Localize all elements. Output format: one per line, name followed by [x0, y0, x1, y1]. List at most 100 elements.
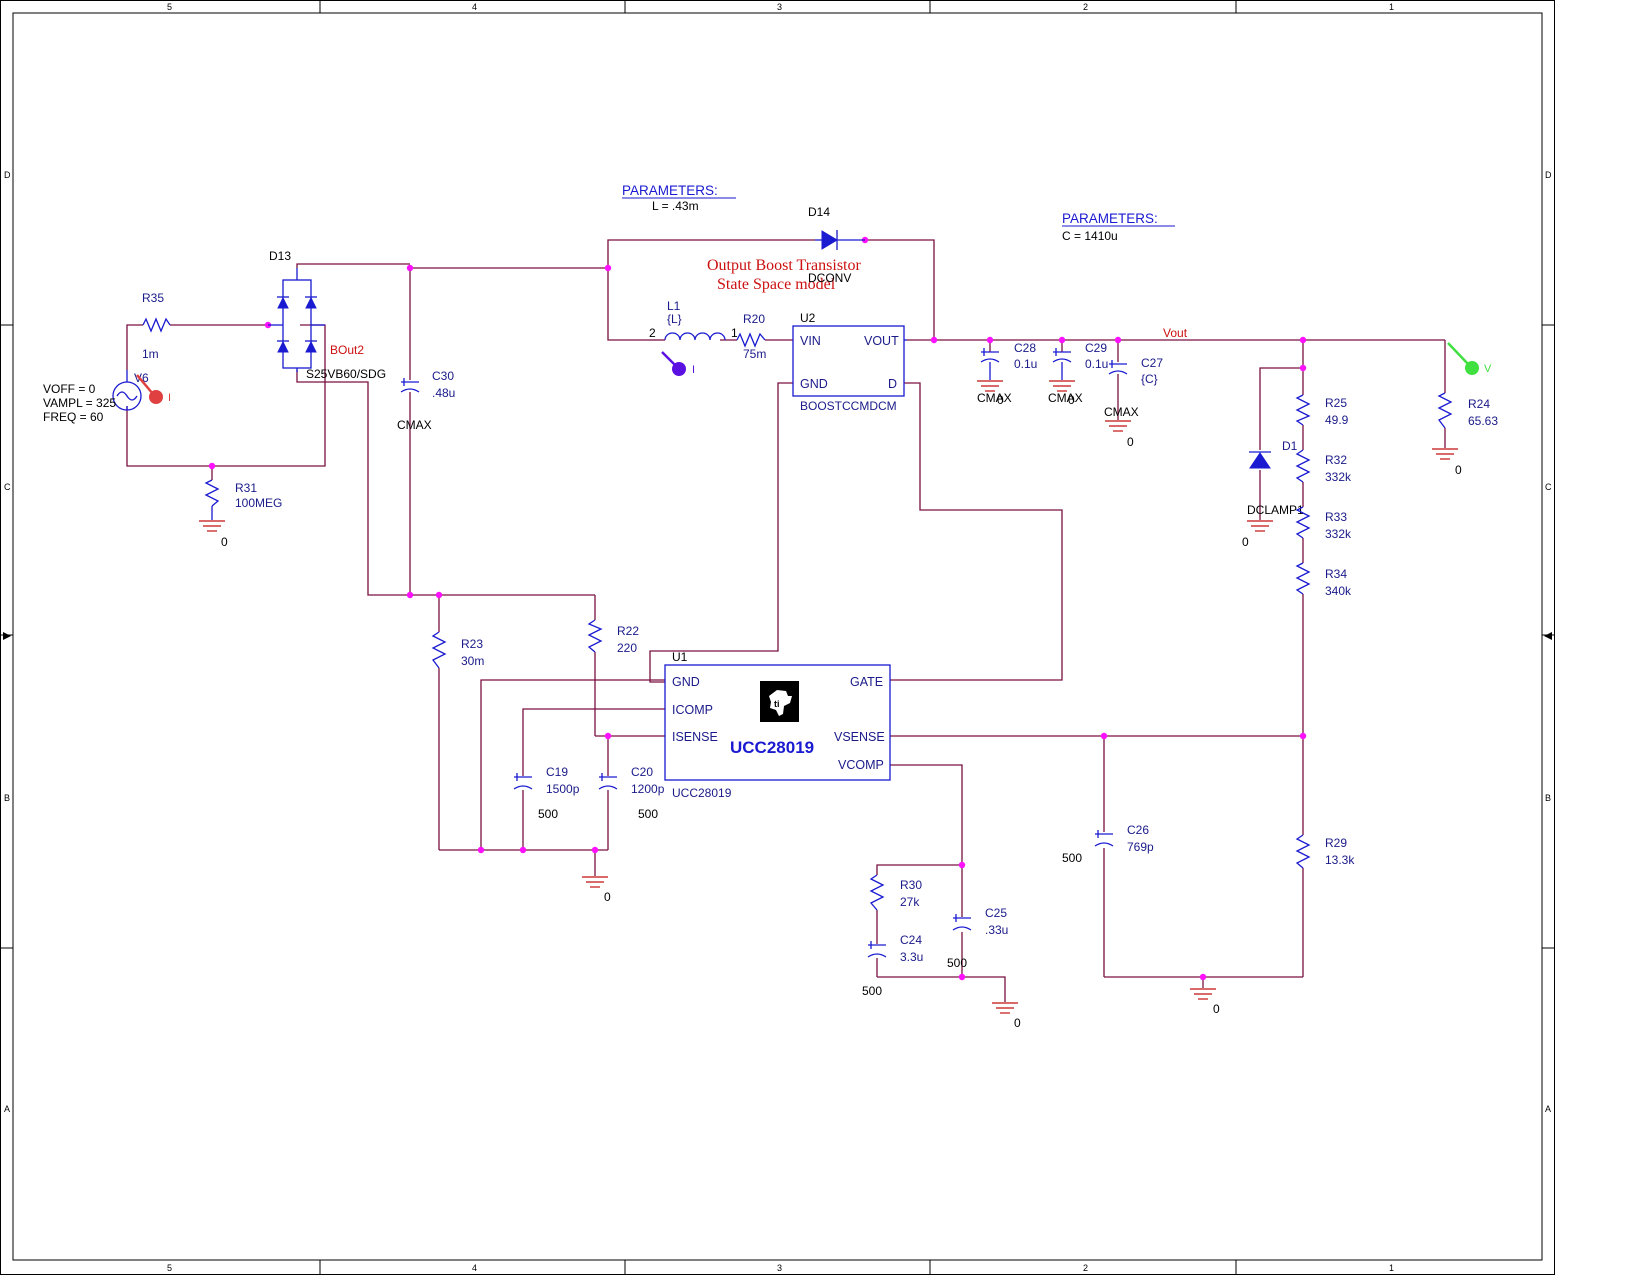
- zone-bottom-3: 3: [777, 1263, 782, 1273]
- r25-value: 49.9: [1325, 413, 1349, 427]
- u2-ref: U2: [800, 311, 816, 325]
- capacitor-c25[interactable]: C25 .33u 500: [947, 906, 1008, 970]
- net-label-vout: Vout: [1163, 326, 1188, 340]
- r31-value: 100MEG: [235, 496, 282, 510]
- d13-model: S25VB60/SDG: [306, 367, 386, 381]
- parameters-c-block: PARAMETERS: C = 1410u: [1062, 211, 1175, 243]
- resistor-r20[interactable]: R20 75m: [736, 312, 766, 361]
- resistor-r23[interactable]: R23 30m: [431, 631, 484, 669]
- resistor-r29[interactable]: R29 13.3k: [1295, 834, 1355, 869]
- zone-top-1: 1: [1389, 2, 1394, 12]
- capacitor-c20[interactable]: C20 1200p 500: [598, 765, 665, 821]
- resistor-r34[interactable]: R34 340k: [1295, 562, 1352, 598]
- current-probe-l1[interactable]: I: [661, 351, 695, 376]
- net-label-bout2: BOut2: [330, 343, 364, 357]
- vcomp-gnd-label: 0: [1014, 1016, 1021, 1030]
- voltage-probe-vout[interactable]: V: [1447, 342, 1492, 375]
- d14-ref: D14: [808, 205, 830, 219]
- resistor-r30[interactable]: R30 27k: [869, 874, 922, 911]
- resistor-r31[interactable]: R31 100MEG: [204, 479, 282, 520]
- zone-labels: 5 4 3 2 1 5 4 3 2 1 D C B A D C B A: [4, 2, 1552, 1273]
- capacitor-c24[interactable]: C24 3.3u 500: [862, 933, 923, 998]
- zone-left-c: C: [4, 482, 11, 492]
- ground-u1: 0: [582, 876, 611, 904]
- resistor-r33[interactable]: R33 332k: [1295, 506, 1352, 541]
- d14-model: DCONV: [808, 271, 851, 285]
- diode-d1[interactable]: D1 DCLAMP1 0: [1242, 439, 1304, 549]
- diode-d14[interactable]: D14 DCONV: [808, 205, 865, 285]
- capacitor-c19[interactable]: C19 1500p 500: [513, 765, 580, 821]
- ti-logo-icon: ti: [760, 681, 799, 722]
- r33-ref: R33: [1325, 510, 1347, 524]
- u1-pin-icomp: ICOMP: [672, 703, 713, 717]
- sheet-border: [0, 0, 1555, 1275]
- v6-ref: V6: [134, 371, 149, 385]
- r30-ref: R30: [900, 878, 922, 892]
- v6-freq: FREQ = 60: [43, 410, 104, 424]
- zone-left-a: A: [4, 1104, 10, 1114]
- d1-model: DCLAMP1: [1247, 503, 1304, 517]
- c26-ic: 500: [1062, 851, 1082, 865]
- resistor-r22[interactable]: R22 220: [587, 619, 639, 655]
- resistor-r32[interactable]: R32 332k: [1295, 449, 1352, 484]
- resistor-r35[interactable]: R35 1m: [142, 291, 171, 361]
- zone-top-5: 5: [167, 2, 172, 12]
- voltage-source-v6[interactable]: V6 VOFF = 0 VAMPL = 325 FREQ = 60: [43, 370, 149, 424]
- capacitor-c26[interactable]: C26 769p 500: [1062, 823, 1154, 865]
- c27-cmax: CMAX: [1104, 405, 1139, 419]
- resistor-r25[interactable]: R25 49.9: [1295, 394, 1349, 427]
- c29-ref: C29: [1085, 341, 1107, 355]
- c29-value: 0.1u: [1085, 357, 1108, 371]
- r29-ref: R29: [1325, 836, 1347, 850]
- c26-ref: C26: [1127, 823, 1149, 837]
- parameters-l-header: PARAMETERS:: [622, 183, 718, 198]
- capacitor-c29[interactable]: C29 0.1u CMAX 0: [1048, 341, 1108, 407]
- r31-ref: R31: [235, 481, 257, 495]
- current-probe-v6[interactable]: I: [136, 374, 171, 404]
- ic-u1-ucc28019[interactable]: U1 GND ICOMP ISENSE GATE VSENSE VCOMP UC…: [664, 650, 891, 800]
- c20-value: 1200p: [631, 782, 665, 796]
- inductor-l1[interactable]: L1 {L} 2 1: [649, 299, 738, 341]
- c30-ref: C30: [432, 369, 454, 383]
- c19-value: 1500p: [546, 782, 580, 796]
- resistor-r24[interactable]: R24 65.63 0: [1432, 392, 1498, 477]
- c29-gnd: 0: [1068, 393, 1075, 407]
- parameters-c-value: C = 1410u: [1062, 229, 1118, 243]
- c25-value: .33u: [985, 923, 1008, 937]
- capacitor-c28[interactable]: C28 0.1u CMAX 0: [977, 341, 1037, 407]
- zone-top-2: 2: [1083, 2, 1088, 12]
- r22-ref: R22: [617, 624, 639, 638]
- zone-right-b: B: [1545, 793, 1551, 803]
- junctions: [208, 236, 1307, 981]
- v6-voff: VOFF = 0: [43, 382, 96, 396]
- c25-ic: 500: [947, 956, 967, 970]
- r24-value: 65.63: [1468, 414, 1498, 428]
- c24-ref: C24: [900, 933, 922, 947]
- ground-vcomp: 0: [992, 1002, 1021, 1030]
- capacitor-c30[interactable]: C30 .48u CMAX: [397, 369, 455, 432]
- u2-model: BOOSTCCMDCM: [800, 399, 897, 413]
- d13-ref: D13: [269, 249, 291, 263]
- u1-ref: U1: [672, 650, 688, 664]
- probe-vout-label: V: [1484, 363, 1492, 375]
- c24-value: 3.3u: [900, 950, 923, 964]
- block-u2[interactable]: U2 VIN VOUT GND D BOOSTCCMDCM: [792, 311, 907, 413]
- bridge-rectifier-d13[interactable]: D13 S25VB60/SDG: [268, 249, 386, 381]
- u2-pin-d: D: [888, 377, 897, 391]
- capacitor-c27[interactable]: C27 {C} CMAX 0: [1104, 356, 1163, 449]
- u1-pin-gnd: GND: [672, 675, 700, 689]
- zone-right-d: D: [1545, 170, 1552, 180]
- c29-cmax: CMAX: [1048, 391, 1083, 405]
- zone-bottom-2: 2: [1083, 1263, 1088, 1273]
- c28-gnd: 0: [997, 393, 1004, 407]
- r33-value: 332k: [1325, 527, 1352, 541]
- r25-ref: R25: [1325, 396, 1347, 410]
- u2-pin-vin: VIN: [800, 334, 821, 348]
- c19-ref: C19: [546, 765, 568, 779]
- r23-value: 30m: [461, 654, 484, 668]
- vsense-gnd-label: 0: [1213, 1002, 1220, 1016]
- u1-pin-isense: ISENSE: [672, 730, 718, 744]
- parameters-c-header: PARAMETERS:: [1062, 211, 1158, 226]
- c20-ref: C20: [631, 765, 653, 779]
